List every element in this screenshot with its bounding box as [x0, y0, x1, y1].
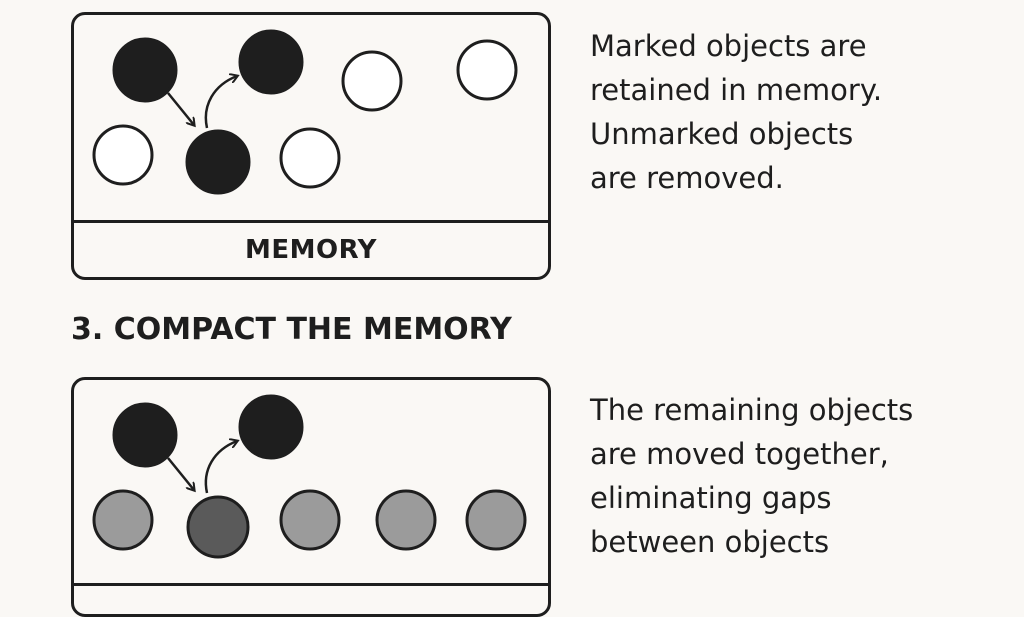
compacted-object — [375, 489, 437, 551]
memory-label: MEMORY — [74, 220, 548, 277]
unmarked-object — [341, 50, 403, 112]
unmarked-object — [279, 127, 341, 189]
marked-object — [185, 129, 251, 195]
compacted-object-referenced — [186, 495, 250, 559]
marked-object — [238, 394, 304, 460]
compacted-object — [465, 489, 527, 551]
sweep-caption: Marked objects are retained in memory. U… — [590, 29, 883, 195]
marked-object — [112, 37, 178, 103]
reference-arrow — [204, 441, 237, 494]
reference-arrow — [167, 92, 194, 125]
unmarked-object — [92, 124, 154, 186]
section-heading: 3. COMPACT THE MEMORY — [71, 312, 512, 347]
memory-panel-sweep: MEMORY — [71, 12, 551, 280]
reference-arrow — [167, 457, 194, 490]
compacted-object — [279, 489, 341, 551]
compact-caption: The remaining objects are moved together… — [590, 393, 914, 559]
compacted-objects-diagram — [92, 394, 527, 559]
compacted-object — [92, 489, 154, 551]
memory-panel-compact — [71, 377, 551, 617]
marked-object — [238, 29, 304, 95]
reference-arrow — [204, 76, 237, 129]
memory-label-cut — [74, 583, 548, 614]
marked-object — [112, 402, 178, 468]
unmarked-object — [456, 39, 518, 101]
memory-objects-diagram — [92, 29, 518, 195]
